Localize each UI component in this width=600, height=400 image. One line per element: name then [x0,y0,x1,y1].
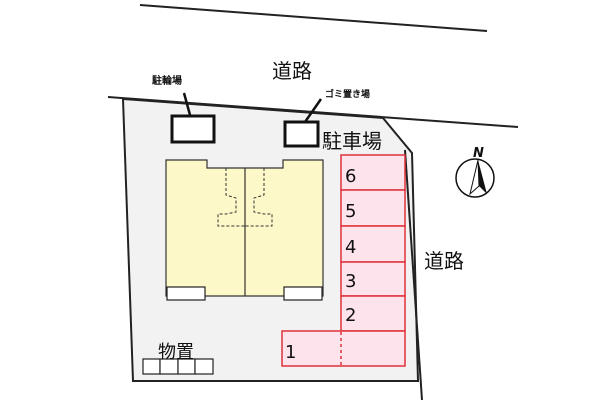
road-edge-right [404,149,423,400]
parking-area [281,154,406,367]
road-edge-top-far [139,4,488,32]
entrance-outline-right [245,168,273,227]
road-label-right: 道路 [424,249,464,273]
entrance-outline-left [217,168,245,227]
garbage-area-box [283,120,320,148]
storage-units [142,358,214,375]
parking-space-1 [281,330,406,367]
bicycle-pointer [182,92,192,116]
parking-number-1: 1 [285,342,296,363]
parking-number-4: 4 [345,237,356,258]
parking-number-2: 2 [345,305,356,326]
parking-number-6: 6 [345,166,356,187]
parking-space-3 [340,261,406,297]
balcony-left [166,286,206,301]
balcony-right [283,286,323,301]
parking-space-2 [340,295,406,332]
garbage-pointer [303,98,323,123]
parking-number-3: 3 [345,271,356,292]
garbage-area-label: ゴミ置き場 [325,88,370,100]
parking-space-5 [340,189,406,227]
compass-icon: N [455,146,495,198]
bicycle-parking-box [170,114,216,144]
storage-label: 物置 [158,342,194,363]
parking-number-5: 5 [345,201,356,222]
compass-north-label: N [473,146,484,161]
road-label-top: 道路 [272,59,312,83]
parking-space-6 [340,154,406,191]
parking-label: 駐車場 [322,129,382,153]
parking-space-4 [340,225,406,263]
bicycle-parking-label: 駐輪場 [152,74,182,87]
